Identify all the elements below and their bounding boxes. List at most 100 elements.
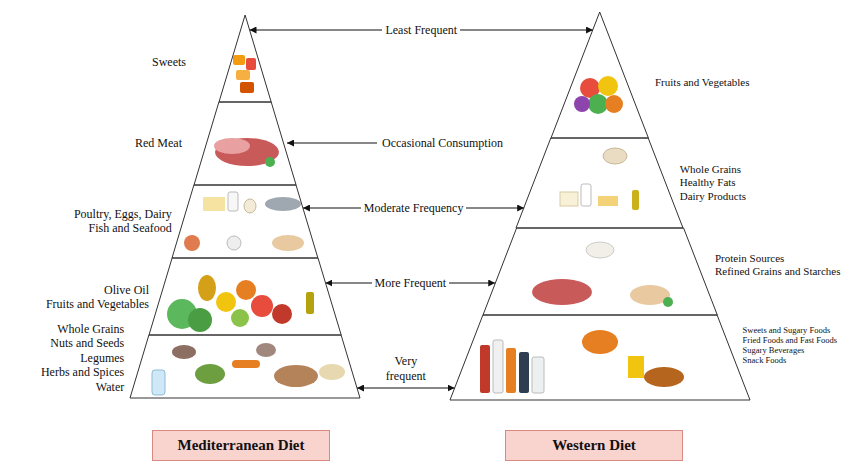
leader-arrow (287, 142, 377, 143)
beverage-picture (506, 348, 516, 393)
food-group-text: Nuts and Seeds (41, 336, 124, 350)
milk-picture (228, 192, 238, 211)
frequency-note: Occasional Consumption (382, 136, 503, 150)
meat-picture (214, 138, 250, 154)
garnish-picture (265, 157, 275, 167)
fish-picture (265, 197, 301, 211)
band-label: Fruits and Vegetables (655, 76, 750, 89)
sweets-picture (246, 58, 256, 70)
egg-picture (244, 199, 256, 213)
food-group-text: Refined Grains and Starches (715, 265, 841, 278)
band-shape (450, 315, 750, 400)
vegetable-picture (574, 96, 590, 112)
food-group-text: Red Meat (135, 136, 182, 150)
spice-picture (256, 343, 276, 357)
band-outline (130, 335, 360, 398)
vegetable-picture (605, 95, 623, 113)
sweets-picture (233, 55, 245, 65)
band-label: Sweets and Sugary FoodsFried Foods and F… (743, 325, 837, 366)
food-group-text: Fruits and Vegetables (655, 76, 750, 89)
band-outline (219, 15, 271, 102)
food-group-text: Olive Oil (46, 283, 149, 297)
sweets-picture (236, 70, 250, 80)
chicken-picture (272, 235, 304, 251)
lettuce-picture (188, 308, 212, 332)
food-group-text: Poultry, Eggs, Dairy (74, 207, 172, 221)
pyramid-band: Protein SourcesRefined Grains and Starch… (483, 228, 717, 315)
pyramid-band: Whole GrainsNuts and SeedsLegumesHerbs a… (130, 335, 360, 398)
beverage-picture (480, 345, 490, 393)
band-shape (483, 228, 717, 315)
diet-title: Western Diet (552, 437, 636, 454)
band-label: Whole GrainsHealthy FatsDairy Products (680, 163, 746, 203)
frequency-label: Least Frequent (382, 23, 460, 37)
pyramid-band: Sweets and Sugary FoodsFried Foods and F… (450, 315, 750, 400)
food-group-text: Fish and Seafood (74, 221, 172, 235)
band-shape (219, 15, 271, 102)
pyramid-band: Olive OilFruits and Vegetables (149, 258, 341, 335)
grain-bowl-picture (603, 148, 627, 164)
food-group-text: Sweets and Sugary Foods (743, 325, 837, 335)
food-group-text: Healthy Fats (680, 176, 746, 189)
dairy-picture (560, 192, 578, 206)
fries-picture (628, 356, 644, 378)
band-outline (172, 185, 318, 258)
beverage-picture (493, 340, 503, 393)
pyramid-band: Red Meat (194, 102, 296, 185)
food-group-text: Fried Foods and Fast Foods (743, 335, 837, 345)
food-group-text: Whole Grains (680, 163, 746, 176)
frequency-label: Moderate Frequency (361, 201, 467, 215)
band-shape (551, 12, 648, 138)
legume-picture (195, 364, 225, 384)
garlic-picture (227, 236, 241, 250)
beverage-picture (519, 352, 529, 393)
diet-title: Mediterranean Diet (177, 437, 304, 454)
band-shape (149, 258, 341, 335)
food-group-text: Sweets (152, 55, 186, 69)
diet-title-box: Mediterranean Diet (152, 430, 330, 461)
sweets-picture (240, 82, 254, 93)
fruit-picture (216, 292, 236, 312)
nuts-picture (274, 365, 318, 387)
pyramid-band: Sweets (219, 15, 271, 102)
food-group-text: Water (41, 380, 124, 394)
pineapple-picture (198, 275, 216, 301)
pyramid-band: Whole GrainsHealthy FatsDairy Products (516, 138, 683, 228)
band-shape (516, 138, 683, 228)
band-label: Olive OilFruits and Vegetables (46, 283, 149, 312)
fruit-picture (236, 280, 256, 300)
shrimp-picture (184, 235, 200, 251)
food-group-text: Whole Grains (41, 322, 124, 336)
food-group-text: Herbs and Spices (41, 365, 124, 379)
olive-oil-picture (306, 292, 314, 314)
frequency-arrow (357, 387, 455, 388)
garnish-picture (663, 297, 673, 307)
cheese-picture (203, 197, 225, 211)
band-outline (516, 138, 683, 228)
beverage-picture (532, 357, 544, 393)
band-label: Poultry, Eggs, DairyFish and Seafood (74, 207, 172, 236)
band-shape (194, 102, 296, 185)
food-group-text: Fruits and Vegetables (46, 297, 149, 311)
vegetable-picture (598, 76, 618, 96)
food-group-text: Dairy Products (680, 190, 746, 203)
band-outline (483, 228, 717, 315)
food-group-text: Protein Sources (715, 252, 841, 265)
burger-picture (644, 367, 684, 387)
frequency-label: Very frequent (377, 354, 435, 383)
oats-picture (319, 364, 345, 380)
food-group-text: Sugary Beverages (743, 345, 837, 355)
diet-title-box: Western Diet (505, 430, 683, 461)
grain-picture (172, 345, 196, 359)
fried-food-picture (582, 330, 618, 354)
oil-picture (632, 190, 639, 210)
band-shape (130, 335, 360, 398)
band-shape (172, 185, 318, 258)
band-label: Red Meat (135, 136, 182, 150)
band-outline (194, 102, 296, 185)
frequency-label: More Frequent (372, 276, 450, 290)
meat-picture (532, 279, 592, 305)
fruit-picture (231, 309, 249, 327)
milk-picture (581, 184, 591, 206)
